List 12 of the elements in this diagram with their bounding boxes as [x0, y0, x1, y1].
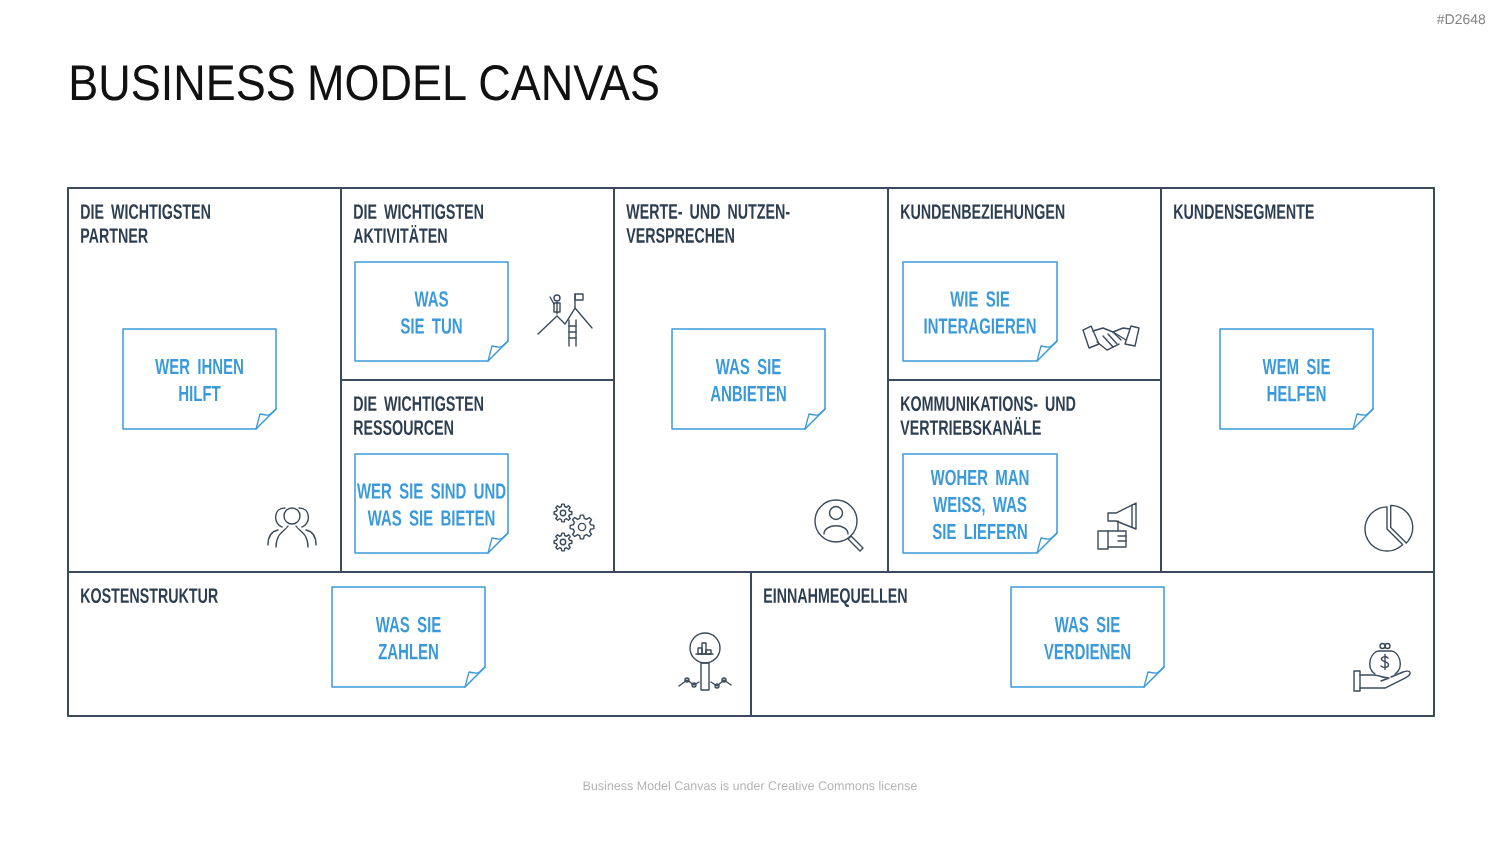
caption: Business Model Canvas is under Creative Commons license — [583, 780, 917, 791]
sticky-note: WER IHNEN HILFT — [122, 328, 277, 430]
sticky-note: WAS SIE VERDIENEN — [1010, 586, 1165, 688]
sticky-note: WAS SIE TUN — [354, 261, 509, 362]
sticky-note: WOHER MAN WEISS, WAS SIE LIEFERN — [902, 453, 1058, 554]
sticky-note: WEM SIE HELFEN — [1219, 328, 1374, 430]
sticky-note: WIE SIE INTERAGIEREN — [902, 261, 1058, 362]
code-label: #D2648 — [1436, 14, 1486, 25]
title: BUSINESS MODEL CANVAS — [71, 65, 658, 101]
sticky-note: WER SIE SIND UND WAS SIE BIETEN — [354, 453, 509, 554]
sticky-note: WAS SIE ZAHLEN — [331, 586, 486, 688]
sticky-note: WAS SIE ANBIETEN — [671, 328, 826, 430]
